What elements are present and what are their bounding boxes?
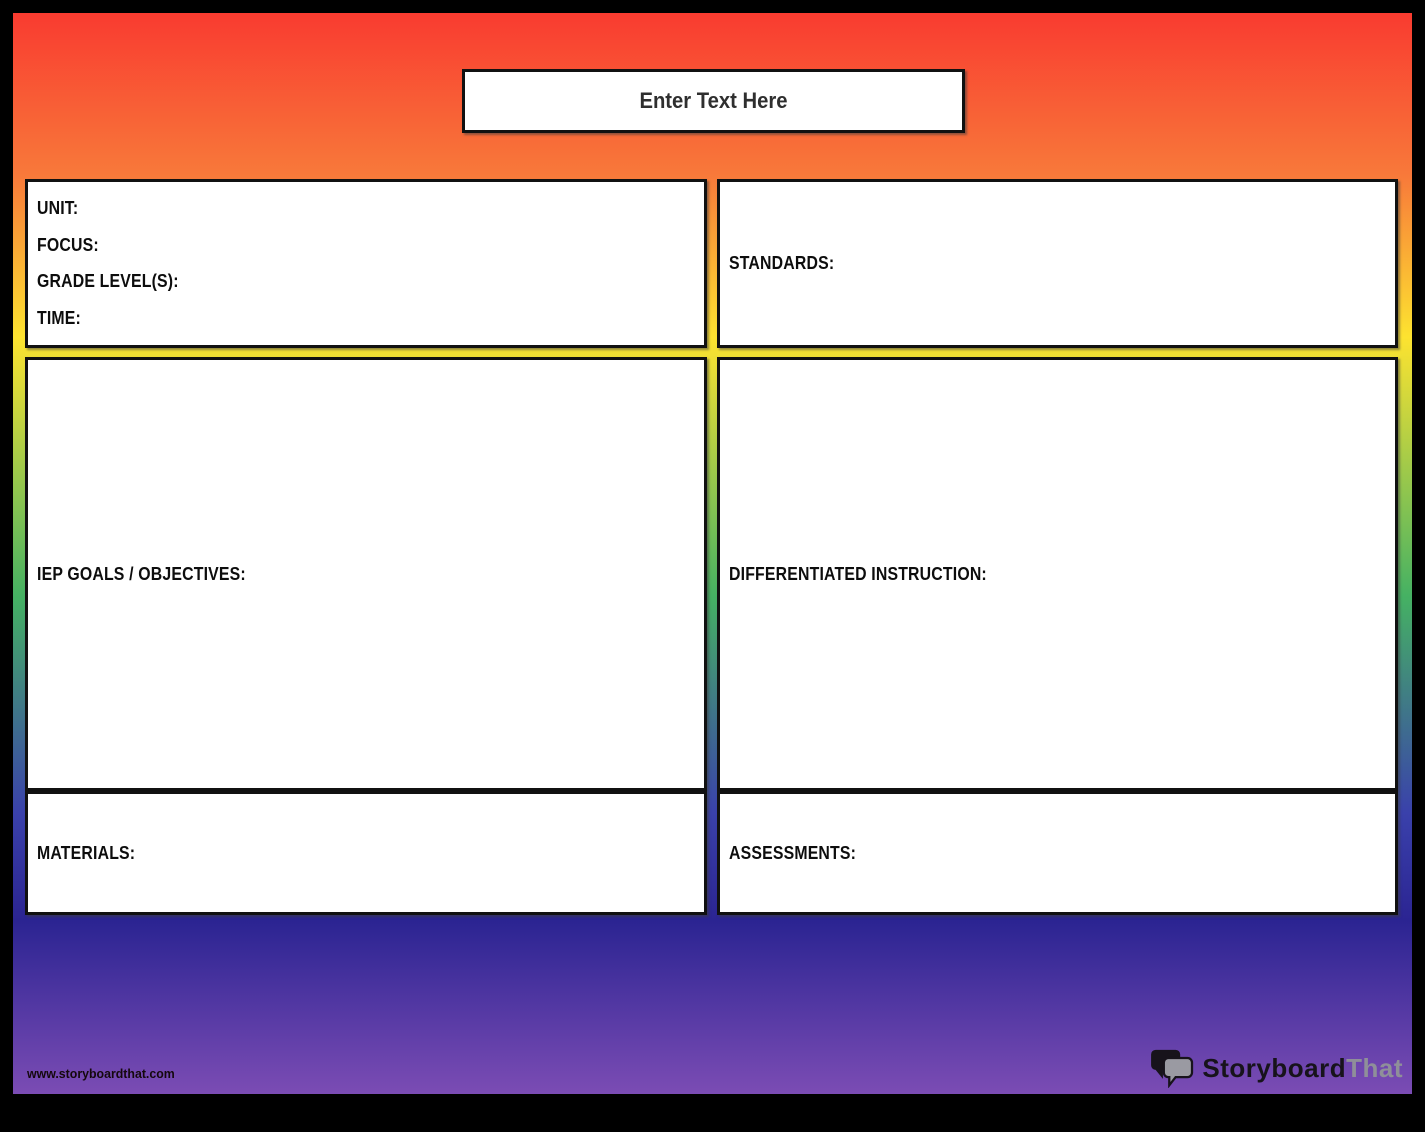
differentiated-instruction-label: DIFFERENTIATED INSTRUCTION: — [729, 563, 987, 584]
title-placeholder-text: Enter Text Here — [639, 88, 788, 113]
storyboardthat-logo: StoryboardThat — [1150, 1048, 1403, 1089]
iep-goals-label: IEP GOALS / OBJECTIVES: — [37, 563, 246, 584]
unit-info-box[interactable]: UNIT: FOCUS: GRADE LEVEL(S): TIME: — [25, 179, 707, 348]
standards-box[interactable]: STANDARDS: — [717, 179, 1398, 348]
speech-bubbles-icon — [1150, 1048, 1194, 1089]
standards-label: STANDARDS: — [729, 253, 835, 273]
logo-wordmark: StoryboardThat — [1202, 1052, 1403, 1083]
differentiated-instruction-box[interactable]: DIFFERENTIATED INSTRUCTION: — [717, 357, 1398, 791]
time-label: TIME: — [37, 308, 81, 329]
assessments-box[interactable]: ASSESSMENTS: — [717, 791, 1398, 915]
title-text-box[interactable]: Enter Text Here — [462, 69, 965, 133]
focus-label: FOCUS: — [37, 234, 99, 255]
rainbow-gradient-background: Enter Text Here UNIT: FOCUS: GRADE LEVEL… — [13, 13, 1412, 1094]
iep-goals-box[interactable]: IEP GOALS / OBJECTIVES: — [25, 357, 707, 791]
unit-label: UNIT: — [37, 197, 79, 218]
website-url: www.storyboardthat.com — [27, 1066, 175, 1081]
assessments-label: ASSESSMENTS: — [729, 842, 857, 863]
materials-box[interactable]: MATERIALS: — [25, 791, 707, 915]
materials-label: MATERIALS: — [37, 842, 136, 863]
grade-level-label: GRADE LEVEL(S): — [37, 271, 179, 292]
